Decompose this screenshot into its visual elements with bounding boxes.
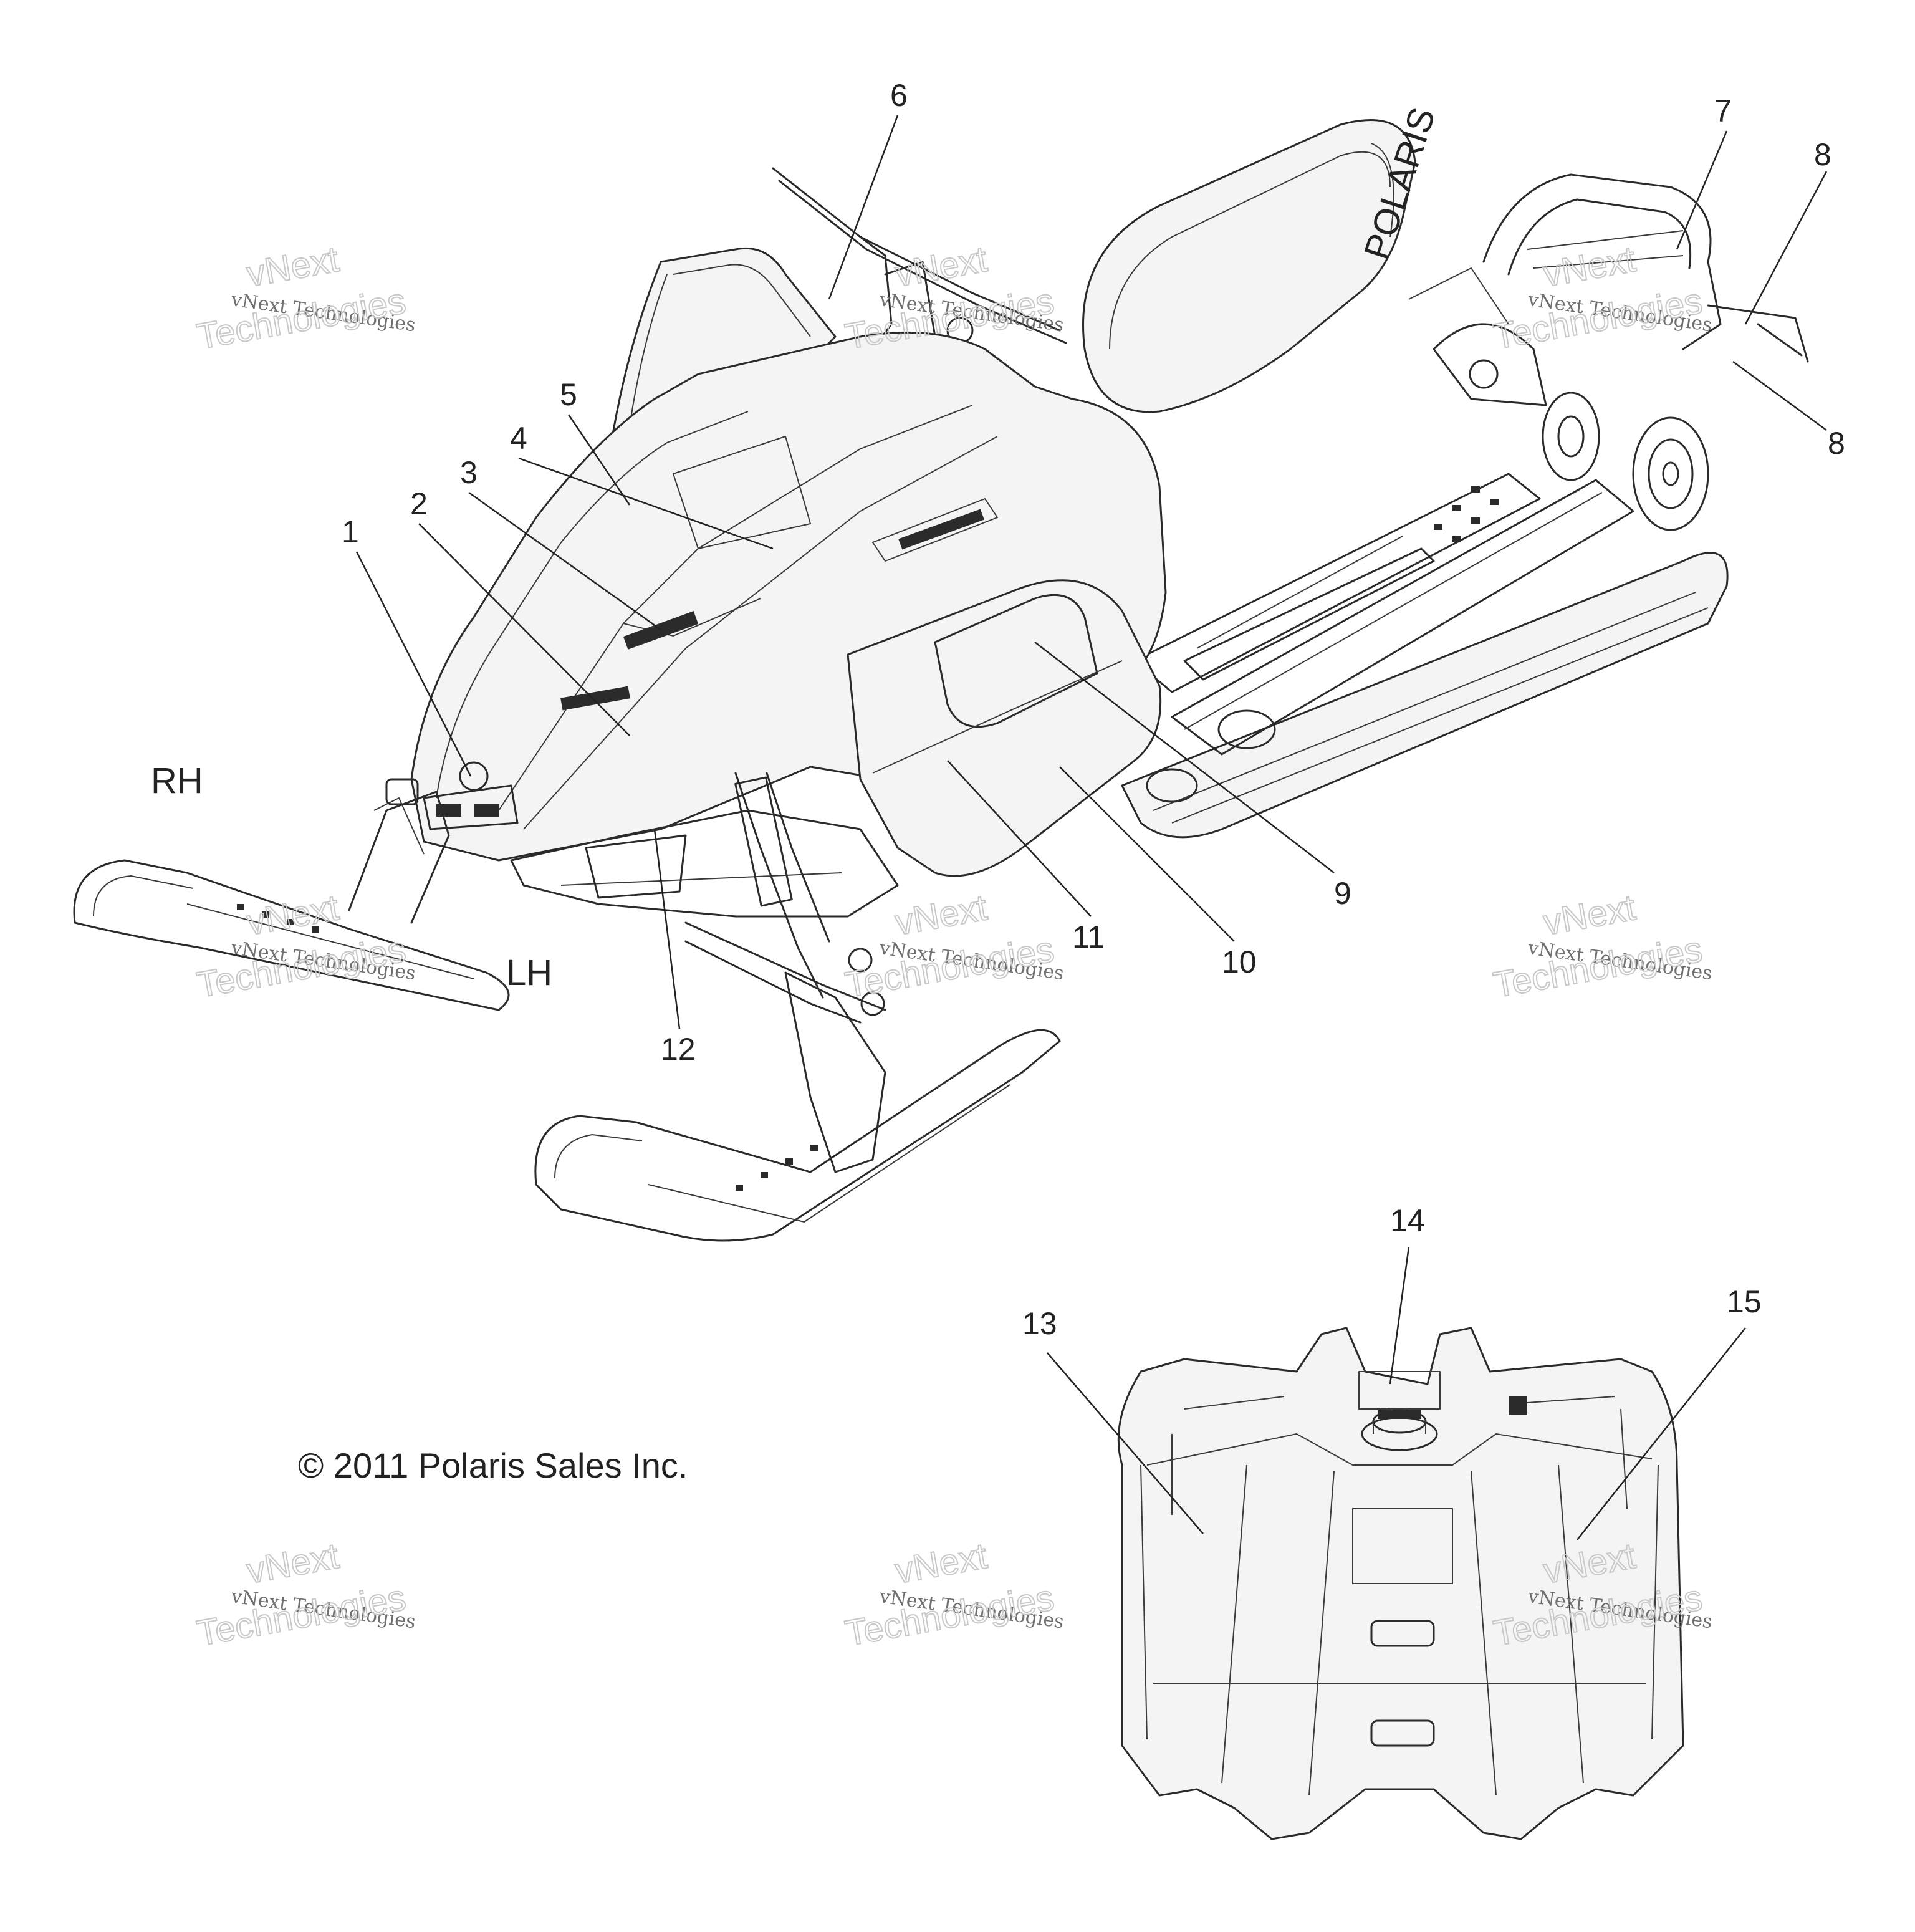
filler-cap xyxy=(1361,1409,1438,1451)
svg-text:vNext: vNext xyxy=(244,887,342,943)
watermark-6: vNext vNext Technologies Technologies xyxy=(1490,887,1714,1006)
front-suspension xyxy=(684,772,886,1024)
watermark-3: vNext vNext Technologies Technologies xyxy=(1490,238,1714,358)
watermark-8: vNext vNext Technologies Technologies xyxy=(842,1535,1065,1655)
right-ski xyxy=(73,778,510,1011)
callout-8-top: 8 xyxy=(1814,137,1831,172)
copyright-text: © 2011 Polaris Sales Inc. xyxy=(298,1446,688,1485)
svg-text:Technologies: Technologies xyxy=(1490,929,1706,1006)
svg-text:Technologies: Technologies xyxy=(842,929,1057,1006)
svg-text:Technologies: Technologies xyxy=(194,929,409,1006)
watermark-5: vNext vNext Technologies Technologies xyxy=(842,887,1065,1006)
callout-7: 7 xyxy=(1714,94,1732,128)
callout-9: 9 xyxy=(1334,876,1351,911)
watermark-1: vNext vNext Technologies Technologies xyxy=(193,238,417,358)
svg-text:Technologies: Technologies xyxy=(842,1577,1057,1654)
callout-1: 1 xyxy=(342,514,359,549)
leader-lines xyxy=(355,115,1828,1540)
svg-text:vNext: vNext xyxy=(892,887,990,943)
callout-5: 5 xyxy=(560,377,577,412)
svg-text:vNext: vNext xyxy=(892,1536,990,1592)
snowmobile-illustration: POLARIS xyxy=(73,103,1809,1242)
callout-11: 11 xyxy=(1072,920,1105,954)
tank-illustration xyxy=(1117,1327,1684,1840)
side-panel xyxy=(847,579,1162,877)
mid-wheel xyxy=(1542,392,1600,481)
callout-8-bottom: 8 xyxy=(1828,426,1845,461)
callout-3: 3 xyxy=(460,455,478,490)
svg-text:vNext: vNext xyxy=(244,239,342,295)
seat: POLARIS xyxy=(1082,103,1443,413)
callout-2: 2 xyxy=(410,486,428,521)
callout-14: 14 xyxy=(1390,1203,1425,1238)
svg-text:Technologies: Technologies xyxy=(1490,281,1706,357)
svg-text:Technologies: Technologies xyxy=(194,1577,409,1654)
rear-wheel xyxy=(1632,416,1709,531)
callout-15: 15 xyxy=(1727,1284,1762,1319)
callout-10: 10 xyxy=(1222,944,1257,979)
left-ski xyxy=(534,971,1061,1242)
side-label-lh: LH xyxy=(506,953,552,993)
svg-text:vNext: vNext xyxy=(892,239,990,295)
svg-text:vNext: vNext xyxy=(244,1536,342,1592)
watermark-4: vNext vNext Technologies Technologies xyxy=(193,887,417,1006)
callout-12: 12 xyxy=(661,1032,696,1067)
callout-13: 13 xyxy=(1022,1306,1057,1341)
running-board-holes xyxy=(1434,486,1499,542)
svg-text:vNext: vNext xyxy=(1540,887,1638,943)
svg-text:Technologies: Technologies xyxy=(194,281,409,357)
callout-6: 6 xyxy=(890,78,908,113)
svg-text:vNext: vNext xyxy=(1540,239,1638,295)
watermark-7: vNext vNext Technologies Technologies xyxy=(193,1535,417,1655)
callout-labels: 1 2 3 4 5 6 7 8 8 9 10 11 12 13 14 15 xyxy=(342,78,1845,1341)
side-label-rh: RH xyxy=(151,761,203,801)
callout-4: 4 xyxy=(510,421,527,456)
